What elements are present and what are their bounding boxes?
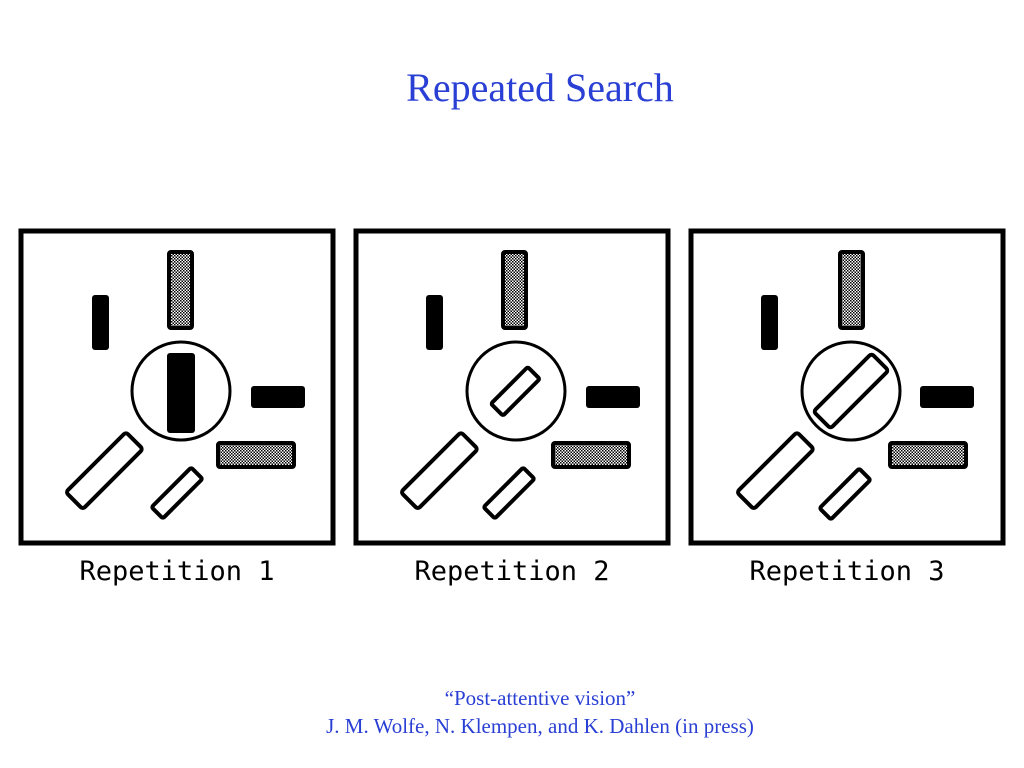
search-display-panel-2 xyxy=(353,228,671,546)
panel-label-3: Repetition 3 xyxy=(749,556,945,587)
vertical-gray-bar xyxy=(838,250,865,330)
vertical-gray-bar xyxy=(167,250,194,330)
horizontal-gray-bar xyxy=(216,441,296,469)
target-item xyxy=(489,365,541,417)
diagonal-white-bar-large xyxy=(400,431,479,510)
vertical-gray-bar xyxy=(501,250,528,330)
horizontal-black-bar xyxy=(920,386,974,408)
citation: “Post-attentive vision” J. M. Wolfe, N. … xyxy=(0,684,1024,740)
search-display-panel-3 xyxy=(688,228,1006,546)
panel-label-1: Repetition 1 xyxy=(79,556,275,587)
search-display-panel-1 xyxy=(18,228,336,546)
horizontal-gray-bar xyxy=(888,441,968,469)
horizontal-black-bar xyxy=(251,386,305,408)
target-item xyxy=(167,353,195,433)
vertical-black-bar xyxy=(761,295,778,350)
citation-title: “Post-attentive vision” xyxy=(444,686,636,710)
diagonal-white-bar-small xyxy=(482,466,536,520)
slide-title: Repeated Search xyxy=(406,65,674,110)
citation-authors: J. M. Wolfe, N. Klempen, and K. Dahlen (… xyxy=(326,714,754,738)
diagonal-white-bar-small xyxy=(818,467,872,521)
vertical-black-bar xyxy=(92,295,109,350)
diagonal-white-bar-small xyxy=(150,466,204,520)
horizontal-black-bar xyxy=(586,386,640,408)
horizontal-gray-bar xyxy=(551,441,631,469)
panel-label-2: Repetition 2 xyxy=(414,556,610,587)
vertical-black-bar xyxy=(426,295,443,350)
diagonal-white-bar-large xyxy=(736,431,815,510)
diagonal-white-bar-large xyxy=(65,431,144,510)
target-item xyxy=(812,352,890,430)
